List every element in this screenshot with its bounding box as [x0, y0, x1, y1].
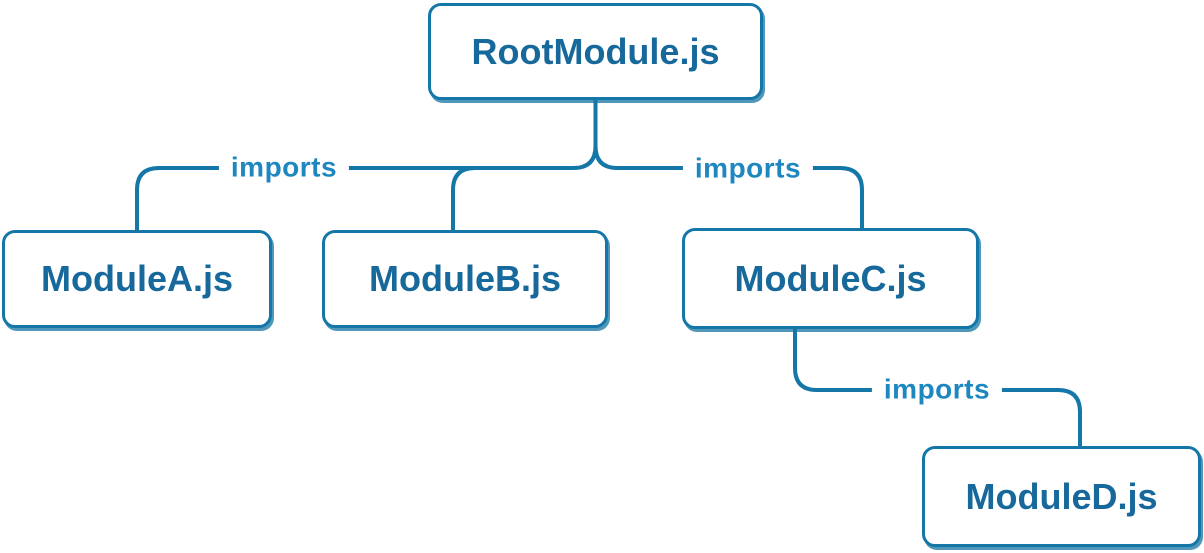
node-moduleA-label: ModuleA.js	[40, 258, 233, 299]
node-rootmodule-label: RootModule.js	[471, 30, 720, 72]
edge-label-imports-root-to-ab: imports	[218, 152, 350, 184]
node-rootmodule: RootModule.js	[428, 3, 763, 100]
node-moduleB: ModuleB.js	[322, 230, 608, 328]
edge-label-imports-root-to-c: imports	[682, 153, 814, 185]
edge-label-imports-c-to-d: imports	[871, 374, 1003, 406]
node-moduleC: ModuleC.js	[682, 228, 979, 329]
node-moduleD-label: ModuleD.js	[965, 475, 1158, 517]
node-moduleA: ModuleA.js	[2, 230, 272, 328]
node-moduleD: ModuleD.js	[922, 446, 1201, 547]
node-moduleC-label: ModuleC.js	[734, 257, 927, 299]
node-moduleB-label: ModuleB.js	[368, 258, 561, 299]
connector-branch-to-moduleB	[451, 166, 476, 232]
connector-root-to-moduleA	[135, 100, 598, 232]
